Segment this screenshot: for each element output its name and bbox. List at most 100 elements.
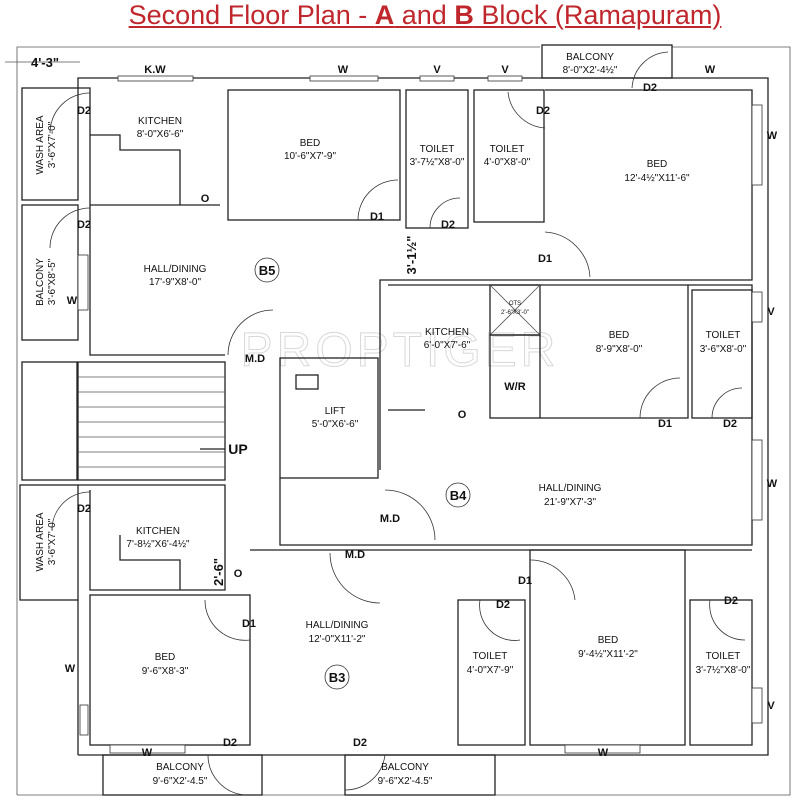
plan-label: BED (155, 652, 176, 663)
plan-label: TOILET (706, 330, 741, 341)
room-toilet-b3-right: TOILET 3'-7½"X8'-0" (696, 651, 751, 676)
plan-label: 3'-7½"X8'-0" (696, 665, 751, 676)
room-wardrobe: W/R (504, 381, 525, 393)
unit-b5: B5 (259, 263, 276, 278)
plan-label: BED (598, 635, 619, 646)
plan-label: M.D (245, 353, 265, 365)
door-swings (49, 51, 746, 796)
plan-label: 4'-0"X7'-9" (467, 665, 514, 676)
plan-label: TOILET (473, 651, 508, 662)
plan-label: OTS (509, 301, 521, 307)
room-kitchen-b4: KITCHEN 6'-0"X7'-6" (424, 327, 471, 351)
plan-label: W (65, 663, 76, 675)
plan-label: TOILET (706, 651, 741, 662)
plan-label: KITCHEN (136, 526, 180, 537)
plan-label: 9'-6"X2'-4.5" (153, 776, 208, 787)
title-and: and (394, 0, 455, 30)
plan-label: D2 (724, 595, 738, 607)
title-prefix: Second Floor Plan - (128, 0, 375, 30)
plan-label: 10'-6"X7'-9" (284, 151, 337, 162)
plan-label: BED (609, 330, 630, 341)
room-bed-b3-left: BED 9'-6"X8'-3" (142, 652, 189, 677)
plan-label: KITCHEN (138, 116, 182, 127)
room-balcony-top: BALCONY 8'-0"X2'-4½" (563, 52, 618, 76)
plan-label: D1 (518, 575, 532, 587)
plan-label: BALCONY (566, 52, 614, 63)
room-toilet-b3-mid: TOILET 4'-0"X7'-9" (467, 651, 514, 676)
plan-label: K.W (144, 64, 166, 76)
plan-label: V (767, 306, 775, 318)
room-balcony-bottom-left: BALCONY 9'-6"X2'-4.5" (153, 762, 208, 787)
plan-label: O (201, 193, 210, 205)
plan-label: 17'-9"X8'-0" (149, 277, 202, 288)
watermark: PROPTIGER (241, 324, 560, 377)
plan-label: BALCONY (156, 762, 204, 773)
plan-label: W (705, 64, 716, 76)
plan-label: W (767, 478, 778, 490)
unit-b4: B4 (450, 488, 467, 503)
title-suffix: Block (Ramapuram) (473, 0, 722, 30)
room-bed-b4-top: BED 12'-4½"X11'-6" (624, 159, 690, 184)
plan-label: D2 (643, 82, 657, 94)
plan-label: HALL/DINING (144, 264, 207, 275)
walls (19, 44, 769, 796)
plan-label: TOILET (490, 144, 525, 155)
unit-b3: B3 (329, 670, 346, 685)
stair-treads (78, 376, 225, 468)
plan-label: 7'-8½"X6'-4½" (126, 539, 190, 550)
plan-label: 2'-6" (211, 558, 226, 586)
plan-label: W (598, 747, 609, 759)
plan-label: 12'-0"X11'-2" (309, 634, 366, 645)
plan-label: D2 (536, 105, 550, 117)
plan-label: 12'-4½"X11'-6" (624, 173, 690, 184)
plan-label: 9'-4½"X11'-2" (578, 649, 638, 660)
outer-boundary (5, 46, 791, 796)
plan-label: 9'-6"X8'-3" (142, 666, 189, 677)
plan-label: WASH AREA (35, 115, 46, 174)
plan-label: V (501, 64, 509, 76)
plan-label: BALCONY (35, 258, 46, 306)
plan-label: BED (647, 159, 668, 170)
plan-label: D2 (223, 737, 237, 749)
plan-label: M.D (380, 513, 400, 525)
plan-label: 8'-0"X2'-4½" (563, 65, 618, 76)
plan-label: 21'-9"X7'-3" (544, 497, 597, 508)
plan-label: W (142, 747, 153, 759)
room-hall-b5: HALL/DINING 17'-9"X8'-0" (144, 264, 207, 288)
plan-label: 4'-0"X8'-0" (484, 157, 531, 168)
plan-label: 3'-1½" (404, 236, 419, 275)
plan-label: 3'-7½"X8'-0" (410, 157, 465, 168)
title-block-a: A (374, 0, 395, 30)
room-bed-b5: BED 10'-6"X7'-9" (284, 138, 337, 162)
plan-label: 6'-0"X7'-6" (424, 340, 471, 351)
plan-label: W (67, 295, 78, 307)
room-hall-b3: HALL/DINING 12'-0"X11'-2" (306, 620, 369, 645)
plan-label: KITCHEN (425, 327, 469, 338)
plan-label: 3'-6"X7'-0" (47, 121, 58, 168)
plan-label: W (767, 130, 778, 142)
plan-label: M.D (345, 549, 365, 561)
plan-label: 8'-0"X6'-6" (137, 129, 184, 140)
plan-label: D2 (77, 219, 91, 231)
room-toilet-b4-top: TOILET 4'-0"X8'-0" (484, 144, 531, 168)
door-labels: D2 D2 O D1 D2 D2 D2 D1 M.D UP O D1 D2 M.… (77, 82, 738, 749)
dimension-labels: 4'-3" 3'-1½" 2'-6" (31, 55, 419, 586)
plan-label: D2 (77, 105, 91, 117)
plan-label: BED (300, 138, 321, 149)
plan-label: 9'-6"X2'-4.5" (378, 776, 433, 787)
plan-label: UP (228, 441, 247, 457)
plan-label: D2 (496, 599, 510, 611)
plan-label: 8'-9"X8'-0" (596, 344, 643, 355)
plan-label: 4'-3" (31, 55, 59, 70)
plan-label: HALL/DINING (306, 620, 369, 631)
